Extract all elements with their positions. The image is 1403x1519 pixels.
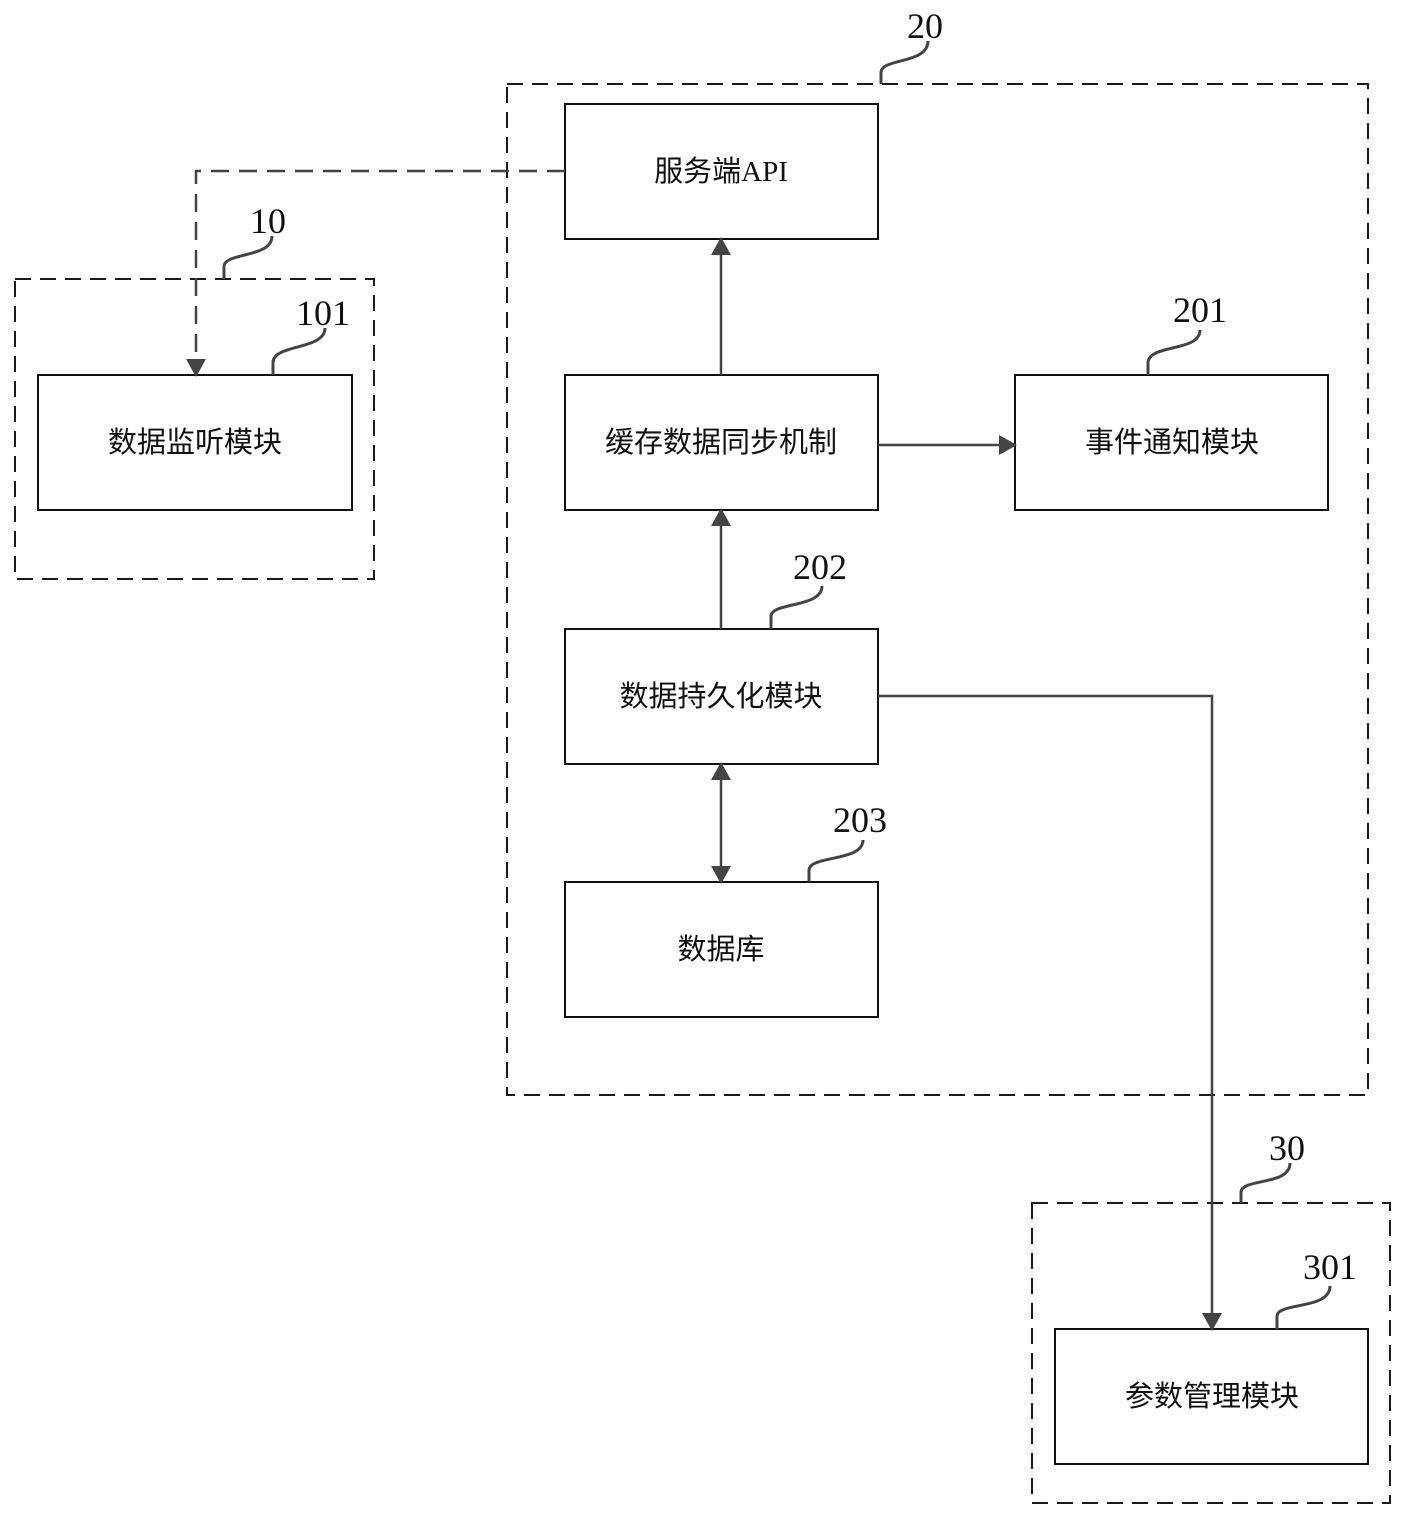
module-data-listener-label: 数据监听模块	[108, 426, 282, 459]
module-event-notify-leader	[1146, 329, 1202, 375]
module-database-leader	[807, 839, 865, 882]
connector-persistence-to-param-mgmt	[878, 694, 1222, 1331]
group-20-leader	[879, 40, 930, 84]
module-event-notify-ref: 201	[1173, 290, 1227, 330]
connector-server-api-to-data-listener	[186, 169, 565, 377]
module-database-ref: 203	[833, 800, 887, 840]
module-param-mgmt-ref: 301	[1303, 1247, 1357, 1287]
module-persistence-label: 数据持久化模块	[619, 680, 822, 713]
module-cache-sync[interactable]: 缓存数据同步机制	[564, 374, 879, 511]
module-param-mgmt[interactable]: 参数管理模块	[1054, 1328, 1369, 1465]
module-data-listener-ref: 101	[296, 293, 350, 333]
group-10-leader	[222, 235, 274, 279]
module-database-label: 数据库	[677, 933, 764, 966]
module-persistence-leader	[769, 585, 824, 629]
module-event-notify[interactable]: 事件通知模块	[1014, 374, 1329, 511]
group-20-ref: 20	[907, 6, 943, 46]
module-server-api[interactable]: 服务端API	[564, 103, 879, 240]
module-persistence-ref: 202	[793, 547, 847, 587]
module-database[interactable]: 数据库	[564, 881, 879, 1018]
group-20-container	[506, 83, 1369, 1096]
group-10-container	[14, 278, 375, 580]
module-event-notify-label: 事件通知模块	[1085, 426, 1259, 459]
module-server-api-label: 服务端API	[654, 155, 788, 188]
module-param-mgmt-leader	[1275, 1285, 1332, 1329]
module-data-listener-leader	[271, 327, 327, 375]
module-persistence[interactable]: 数据持久化模块	[564, 628, 879, 765]
module-data-listener[interactable]: 数据监听模块	[37, 374, 353, 511]
group-30-leader	[1239, 1162, 1292, 1203]
module-param-mgmt-label: 参数管理模块	[1125, 1380, 1299, 1413]
group-30-ref: 30	[1269, 1128, 1305, 1168]
module-cache-sync-label: 缓存数据同步机制	[605, 426, 837, 459]
group-10-ref: 10	[250, 201, 286, 241]
